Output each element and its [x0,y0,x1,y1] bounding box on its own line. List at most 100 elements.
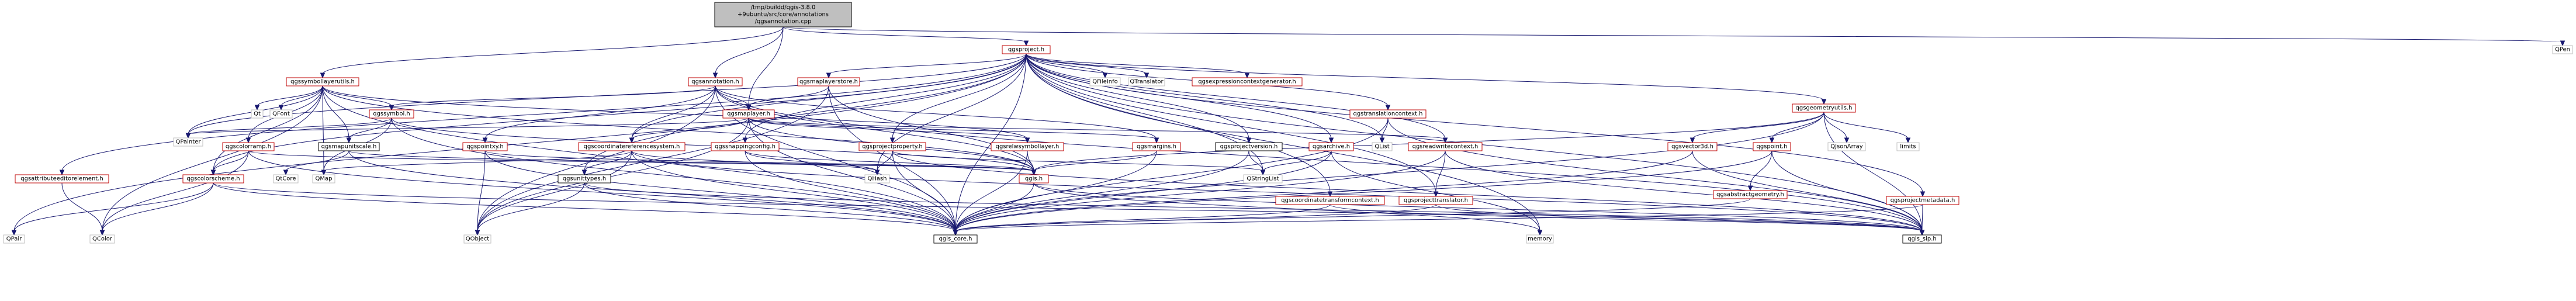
node-box [1526,234,1554,244]
node-qgsmaplayer[interactable]: qgsmaplayer.h [722,109,775,119]
node-qgsabstractgeometry[interactable]: qgsabstractgeometry.h [1713,190,1788,199]
edge-arrowhead [1244,72,1250,79]
node-box [1128,77,1165,87]
edge-qgsgeometryutils-to-qgis_sip [1823,112,1925,236]
node-box [462,142,508,151]
node-label: qgspoint.h [1757,144,1788,150]
edge-line [477,150,486,232]
node-box [722,109,775,119]
node-qgsvector3d[interactable]: qgsvector3d.h [1667,142,1718,151]
edge-qgsgeometryutils-to-qgspoint [1769,112,1824,144]
edge-arrowhead [99,230,105,236]
node-qgssymbol[interactable]: qgssymbol.h [369,109,414,119]
node-label: qgsmaplayerstore.h [799,79,858,85]
node-box [1349,109,1427,119]
node-box [273,174,299,184]
node-box [1243,174,1283,184]
node-box [711,142,780,151]
edge-line [61,53,1027,172]
edge-arrowhead [185,133,191,139]
edge-line [584,150,632,172]
node-box [714,2,852,27]
node-qgsprojectproperty[interactable]: qgsprojectproperty.h [858,142,926,151]
edge-line [248,150,956,232]
node-label: qgsprojectproperty.h [862,144,923,150]
edge-line [102,150,249,232]
node-box [1408,142,1483,151]
edge-line [783,26,1027,43]
node-qgsattributeeditorelement[interactable]: qgsattributeeditorelement.h [15,174,109,184]
edge-arrowhead [11,230,17,236]
node-label: QPainter [176,139,202,146]
edge-line [1771,112,1824,140]
node-qpair: QPair [3,234,25,244]
node-qgsreadwritecontext[interactable]: qgsreadwritecontext.h [1408,142,1483,151]
edge-line [348,150,956,232]
node-qgscoordinatetransformcontext[interactable]: qgscoordinatetransformcontext.h [1275,196,1385,205]
node-box [1372,142,1393,151]
node-qgsprojecttranslator[interactable]: qgsprojecttranslator.h [1398,196,1473,205]
node-qgsmaplayerstore[interactable]: qgsmaplayerstore.h [797,77,860,87]
node-label: QStringList [1247,176,1279,182]
edge-qgsproject-to-qtranslator [1026,53,1149,79]
edge-line [955,150,1693,232]
node-qgsmargins[interactable]: qgsmargins.h [1132,142,1181,151]
edge-line [828,85,956,232]
edge-qgsproject-to-qgsexpressioncontextgenerator [1026,53,1250,79]
edge-line [348,117,392,140]
node-label: qgspointxy.h [466,144,503,150]
edge-line [281,85,323,107]
edge-qgsprojectmetadata-to-qgis_core [953,204,1923,236]
node-box [251,109,264,119]
node-qgstranslationcontext[interactable]: qgstranslationcontext.h [1349,109,1427,119]
edge-arrowhead [629,137,635,144]
edge-line [1692,150,1923,232]
edge-line [955,150,1446,232]
node-qgsgeometryutils[interactable]: qgsgeometryutils.h [1792,103,1856,113]
edge-line [631,117,749,140]
node-qgscolorscheme[interactable]: qgscolorscheme.h [182,174,244,184]
node-qstringlist: QStringList [1243,174,1283,184]
node-qgspointxy[interactable]: qgspointxy.h [462,142,508,151]
node-qfont: QFont [269,109,293,119]
node-qgsarchive[interactable]: qgsarchive.h [1308,142,1354,151]
node-box [1002,45,1051,54]
edge-qgscoordinatereferencesystem-to-qgsunittypes [581,150,632,176]
node-qgssymbollayerutils[interactable]: qgssymbollayerutils.h [286,77,359,87]
edge-line [631,53,1027,140]
edge-line [484,85,716,140]
edge-arrowhead [1024,137,1030,144]
edge-qgsproject-to-qgsreadwritecontext [1026,53,1448,144]
node-qgssnappingconfig[interactable]: qgssnappingconfig.h [711,142,780,151]
node-qgspoint[interactable]: qgspoint.h [1753,142,1791,151]
edge-line [1387,117,1923,232]
node-qgscolorramp[interactable]: qgscolorramp.h [222,142,275,151]
node-qgsproject[interactable]: qgsproject.h [1002,45,1051,54]
edge-line [1033,182,1923,232]
node-label: memory [1528,236,1552,243]
edge-qgis_h-to-qgis_core [953,182,1034,236]
edge-line [748,117,956,232]
node-qgsannotation[interactable]: qgsannotation.h [688,77,743,87]
edge-line [323,150,632,172]
node-qgsrelwsymbollayer[interactable]: qgsrelwsymbollayer.h [991,142,1064,151]
edge-arrowhead [874,169,880,176]
node-label: qgsgeometryutils.h [1796,105,1853,112]
node-qgis_h[interactable]: qgis.h [1019,174,1049,184]
edge-arrowhead [1433,191,1439,198]
node-label: qgsarchive.h [1313,144,1350,150]
node-qgsexpressioncontextgenerator[interactable]: qgsexpressioncontextgenerator.h [1192,77,1303,87]
edge-arrowhead [59,169,65,176]
node-label: qgsannotation.h [691,79,739,85]
edge-arrowhead [482,137,488,144]
node-box [578,142,685,151]
edge-line [1026,53,1106,75]
edge-line [1026,53,1383,140]
edge-line [1771,150,1923,232]
edge-arrowhead [1920,191,1926,198]
node-qgscoordinatereferencesystem[interactable]: qgscoordinatereferencesystem.h [578,142,685,151]
edge-arrowhead [581,169,587,176]
node-qgsprojectmetadata[interactable]: qgsprojectmetadata.h [1886,196,1959,205]
edge-qgsproject-to-qgsgeometryutils [1026,53,1827,105]
edge-qgsattributeeditorelement-to-qcolor [61,182,105,236]
